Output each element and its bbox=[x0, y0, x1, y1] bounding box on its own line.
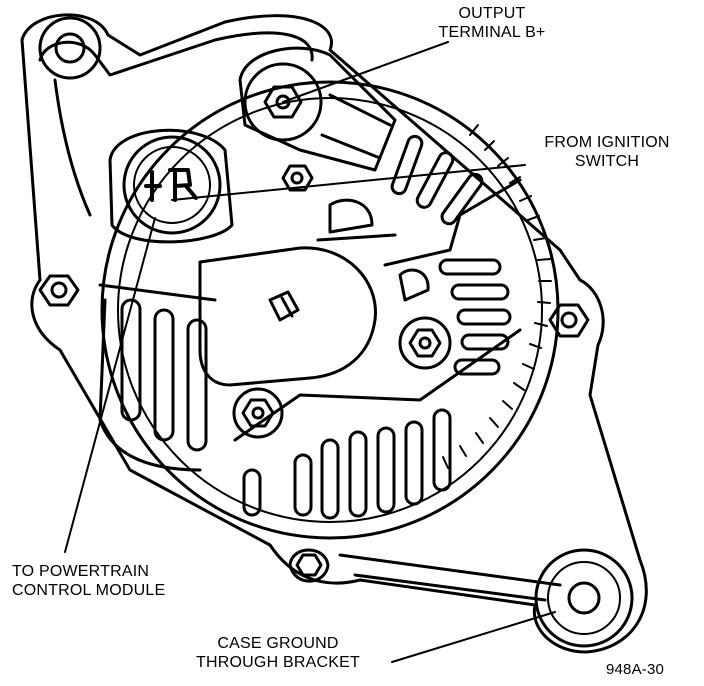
leader-ignition bbox=[171, 164, 526, 201]
ground-label: CASE GROUND THROUGH BRACKET bbox=[168, 634, 388, 672]
left-cooling-slots bbox=[98, 283, 217, 472]
output-terminal-label-line2: TERMINAL B+ bbox=[438, 24, 546, 41]
ignition-label-line1: FROM IGNITION bbox=[544, 134, 670, 151]
upper-vent-fins bbox=[316, 134, 484, 242]
leader-output-terminal bbox=[282, 41, 449, 103]
pcm-label: TO POWERTRAIN CONTROL MODULE bbox=[12, 562, 222, 600]
center-right-bolt bbox=[398, 316, 452, 370]
output-terminal-label: OUTPUT TERMINAL B+ bbox=[432, 4, 552, 42]
pcm-label-line1: TO POWERTRAIN bbox=[12, 563, 150, 580]
alternator-housing bbox=[100, 80, 560, 540]
leader-lines bbox=[64, 41, 556, 663]
plug-connector bbox=[108, 128, 234, 244]
bracket-lower-arm bbox=[338, 553, 562, 602]
regulator-block bbox=[198, 246, 377, 387]
right-mount-bolt bbox=[548, 303, 590, 338]
right-vent-fins bbox=[383, 178, 522, 376]
top-left-mount-ear bbox=[38, 16, 102, 217]
ground-label-line2: THROUGH BRACKET bbox=[196, 654, 360, 671]
upper-small-bolt bbox=[281, 164, 314, 192]
lower-vent-fins bbox=[233, 328, 522, 520]
figure-id: 948A-30 bbox=[605, 661, 665, 678]
leader-pcm bbox=[64, 217, 156, 553]
ignition-label: FROM IGNITION SWITCH bbox=[520, 133, 694, 171]
left-mount-bolt bbox=[38, 274, 80, 307]
pcm-label-line2: CONTROL MODULE bbox=[12, 582, 166, 599]
bottom-small-bolt bbox=[288, 548, 330, 583]
output-terminal-stud bbox=[238, 46, 397, 172]
output-terminal-label-line1: OUTPUT bbox=[458, 5, 526, 22]
ground-bracket-eye bbox=[534, 548, 634, 648]
mounting-bracket-outline bbox=[20, 13, 648, 654]
lower-left-bolt bbox=[232, 387, 284, 439]
ignition-label-line2: SWITCH bbox=[574, 153, 640, 170]
ground-label-line1: CASE GROUND bbox=[217, 635, 339, 652]
leader-ground bbox=[391, 611, 556, 663]
